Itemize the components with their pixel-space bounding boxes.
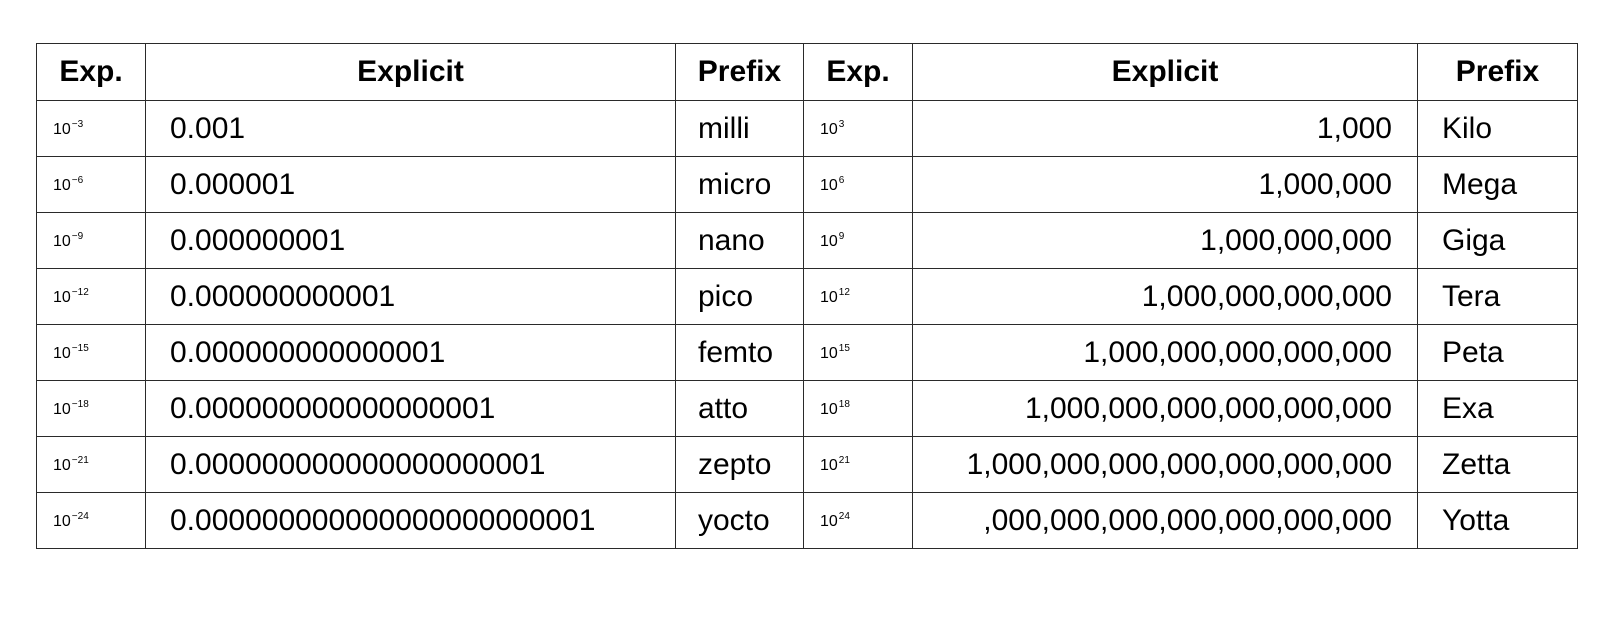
exp-base: 10 — [53, 288, 71, 306]
exp-power: −9 — [71, 230, 84, 242]
cell-prefix-small: milli — [675, 100, 804, 157]
exp-power: 18 — [838, 398, 850, 410]
cell-prefix-large: Kilo — [1417, 100, 1578, 157]
cell-prefix-large: Zetta — [1417, 436, 1578, 493]
exp-base: 10 — [820, 400, 838, 418]
cell-exp-small: 10−3 — [36, 100, 146, 157]
header-row: Exp. Explicit Prefix Exp. Explicit Prefi… — [36, 43, 1578, 101]
cell-explicit-large: 1,000,000,000,000,000,000 — [912, 380, 1418, 437]
cell-prefix-large: Mega — [1417, 156, 1578, 213]
exp-base: 10 — [53, 512, 71, 530]
cell-prefix-large: Yotta — [1417, 492, 1578, 549]
header-exp-small: Exp. — [36, 43, 146, 101]
cell-prefix-large: Giga — [1417, 212, 1578, 269]
cell-prefix-small: nano — [675, 212, 804, 269]
exp-base: 10 — [820, 456, 838, 474]
cell-exp-small: 10−15 — [36, 324, 146, 381]
cell-exp-small: 10−6 — [36, 156, 146, 213]
cell-explicit-small: 0.000000000000000001 — [145, 380, 676, 437]
exp-base: 10 — [820, 232, 838, 250]
cell-explicit-large: 1,000,000,000 — [912, 212, 1418, 269]
cell-exp-small: 10−24 — [36, 492, 146, 549]
cell-prefix-large: Exa — [1417, 380, 1578, 437]
exp-base: 10 — [53, 456, 71, 474]
cell-exp-large: 1012 — [803, 268, 913, 325]
cell-explicit-small: 0.000000000000001 — [145, 324, 676, 381]
exp-power: −18 — [71, 398, 89, 410]
cell-explicit-large: 1,000,000,000,000,000 — [912, 324, 1418, 381]
cell-prefix-small: zepto — [675, 436, 804, 493]
exp-power: 12 — [838, 286, 850, 298]
exp-power: −6 — [71, 174, 84, 186]
cell-exp-large: 1018 — [803, 380, 913, 437]
cell-prefix-small: micro — [675, 156, 804, 213]
exp-base: 10 — [820, 176, 838, 194]
exp-power: 15 — [838, 342, 850, 354]
header-exp-large: Exp. — [803, 43, 913, 101]
exp-power: 21 — [838, 454, 850, 466]
cell-exp-large: 1021 — [803, 436, 913, 493]
cell-explicit-large: 1,000,000,000,000 — [912, 268, 1418, 325]
cell-explicit-small: 0.000000000001 — [145, 268, 676, 325]
exp-power: 3 — [838, 118, 845, 130]
exp-power: 6 — [838, 174, 845, 186]
cell-prefix-large: Tera — [1417, 268, 1578, 325]
cell-explicit-large: 1,000,000,000,000,000,000,000 — [912, 436, 1418, 493]
cell-prefix-large: Peta — [1417, 324, 1578, 381]
cell-prefix-small: yocto — [675, 492, 804, 549]
header-prefix-small: Prefix — [675, 43, 804, 101]
cell-prefix-small: pico — [675, 268, 804, 325]
cell-explicit-small: 0.000000000000000000000001 — [145, 492, 676, 549]
cell-explicit-small: 0.000001 — [145, 156, 676, 213]
cell-exp-small: 10−12 — [36, 268, 146, 325]
si-prefix-table: Exp. Explicit Prefix Exp. Explicit Prefi… — [36, 43, 1578, 549]
header-prefix-large: Prefix — [1417, 43, 1578, 101]
cell-explicit-large: 1,000,000 — [912, 156, 1418, 213]
header-explicit-large: Explicit — [912, 43, 1418, 101]
cell-exp-small: 10−9 — [36, 212, 146, 269]
cell-exp-large: 103 — [803, 100, 913, 157]
cell-prefix-small: femto — [675, 324, 804, 381]
cell-explicit-small: 0.000000001 — [145, 212, 676, 269]
exp-base: 10 — [53, 176, 71, 194]
exp-power: −12 — [71, 286, 89, 298]
exp-base: 10 — [53, 232, 71, 250]
cell-exp-large: 106 — [803, 156, 913, 213]
exp-power: −24 — [71, 510, 89, 522]
exp-base: 10 — [820, 344, 838, 362]
cell-explicit-small: 0.001 — [145, 100, 676, 157]
cell-exp-small: 10−18 — [36, 380, 146, 437]
exp-base: 10 — [820, 288, 838, 306]
cell-prefix-small: atto — [675, 380, 804, 437]
exp-power: 9 — [838, 230, 845, 242]
exp-base: 10 — [820, 512, 838, 530]
exp-base: 10 — [820, 120, 838, 138]
cell-explicit-large: ,000,000,000,000,000,000,000 — [912, 492, 1418, 549]
cell-exp-large: 109 — [803, 212, 913, 269]
header-explicit-small: Explicit — [145, 43, 676, 101]
exp-base: 10 — [53, 400, 71, 418]
exp-power: 24 — [838, 510, 850, 522]
exp-base: 10 — [53, 344, 71, 362]
cell-explicit-small: 0.000000000000000000001 — [145, 436, 676, 493]
exp-base: 10 — [53, 120, 71, 138]
exp-power: −21 — [71, 454, 89, 466]
cell-exp-large: 1015 — [803, 324, 913, 381]
cell-exp-small: 10−21 — [36, 436, 146, 493]
cell-exp-large: 1024 — [803, 492, 913, 549]
cell-explicit-large: 1,000 — [912, 100, 1418, 157]
exp-power: −15 — [71, 342, 89, 354]
exp-power: −3 — [71, 118, 84, 130]
